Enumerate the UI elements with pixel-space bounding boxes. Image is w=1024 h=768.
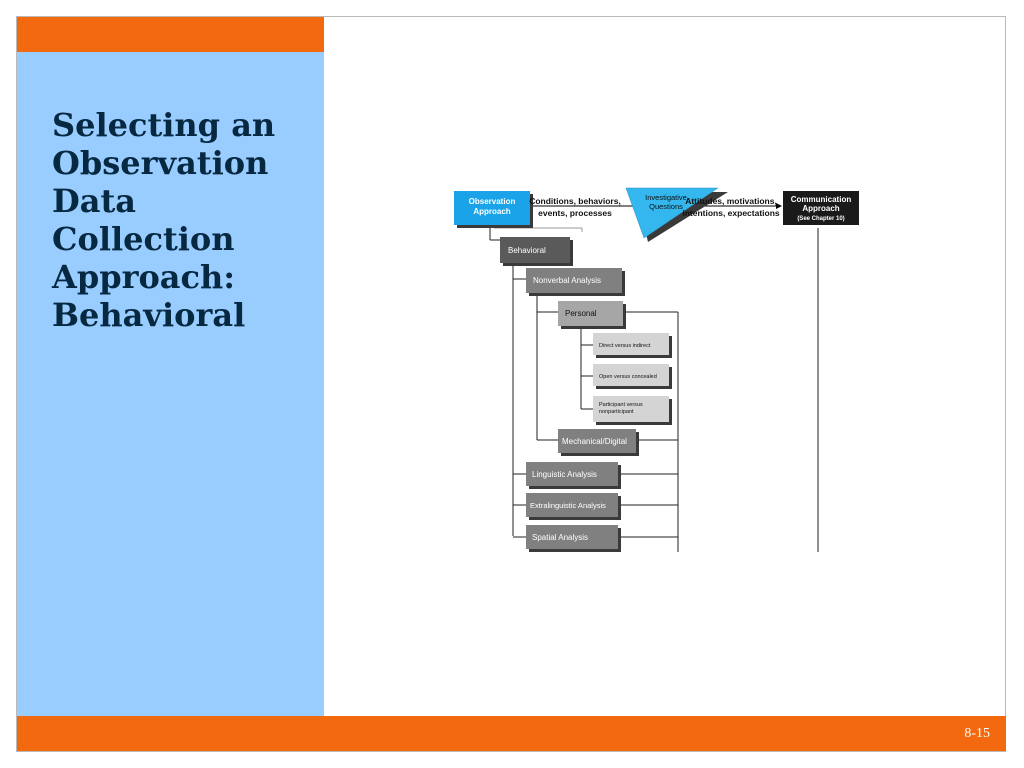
direct-versus-indirect-label: Direct versus indirect — [599, 343, 651, 349]
spatial-analysis-box: Spatial Analysis — [526, 525, 621, 552]
linguistic-analysis-box: Linguistic Analysis — [526, 462, 621, 489]
spatial-analysis-label: Spatial Analysis — [532, 533, 588, 542]
left-arrow-label-1: Conditions, behaviors, — [529, 196, 621, 206]
observation-approach-line-1: Observation — [469, 197, 516, 206]
investigative-questions-line-2: Questions — [649, 202, 683, 211]
observation-approach-line-2: Approach — [473, 207, 510, 216]
personal-label: Personal — [565, 309, 597, 318]
behavioral-label: Behavioral — [508, 246, 546, 255]
nonverbal-analysis-box: Nonverbal Analysis — [526, 268, 625, 296]
communication-approach-line-3: (See Chapter 10) — [797, 216, 844, 222]
open-versus-concealed-box: Open versus concealed — [593, 364, 672, 389]
participant-versus-nonparticipant-box: Participant versus nonparticipant — [593, 396, 672, 425]
linguistic-analysis-label: Linguistic Analysis — [532, 470, 597, 479]
open-versus-concealed-label: Open versus concealed — [599, 374, 657, 380]
communication-approach-box: Communication Approach (See Chapter 10) — [783, 191, 859, 225]
page-number: 8-15 — [964, 726, 990, 741]
extralinguistic-analysis-label: Extralinguistic Analysis — [530, 501, 606, 510]
communication-approach-line-1: Communication — [791, 195, 852, 204]
left-arrow-label-2: events, processes — [538, 208, 612, 218]
bottom-accent-bar — [17, 716, 1006, 751]
behavioral-box: Behavioral — [500, 237, 573, 266]
observation-approach-diagram: Observation Approach Conditions, behavio… — [454, 187, 859, 552]
personal-box: Personal — [558, 301, 626, 329]
investigative-questions-triangle: Investigative Questions — [625, 187, 728, 242]
top-accent-bar — [17, 17, 324, 52]
slide-title: Selecting an Observation Data Collection… — [52, 106, 276, 334]
mechanical-digital-label: Mechanical/Digital — [562, 437, 627, 446]
extralinguistic-analysis-box: Extralinguistic Analysis — [526, 493, 621, 520]
right-arrow-label-1: Attitudes, motivations, — [685, 196, 777, 206]
investigative-questions-line-1: Investigative — [645, 193, 687, 202]
title-sidebar — [17, 52, 324, 716]
nonverbal-analysis-label: Nonverbal Analysis — [533, 276, 601, 285]
mechanical-digital-box: Mechanical/Digital — [558, 429, 639, 456]
right-arrow-label-2: intentions, expectations — [682, 208, 780, 218]
connector-lines — [489, 220, 819, 552]
communication-approach-line-2: Approach — [802, 204, 839, 213]
participant-label-line-2: nonparticipant — [599, 409, 634, 415]
participant-label-line-1: Participant versus — [599, 402, 643, 408]
observation-approach-box: Observation Approach — [454, 191, 533, 228]
direct-versus-indirect-box: Direct versus indirect — [593, 333, 672, 358]
